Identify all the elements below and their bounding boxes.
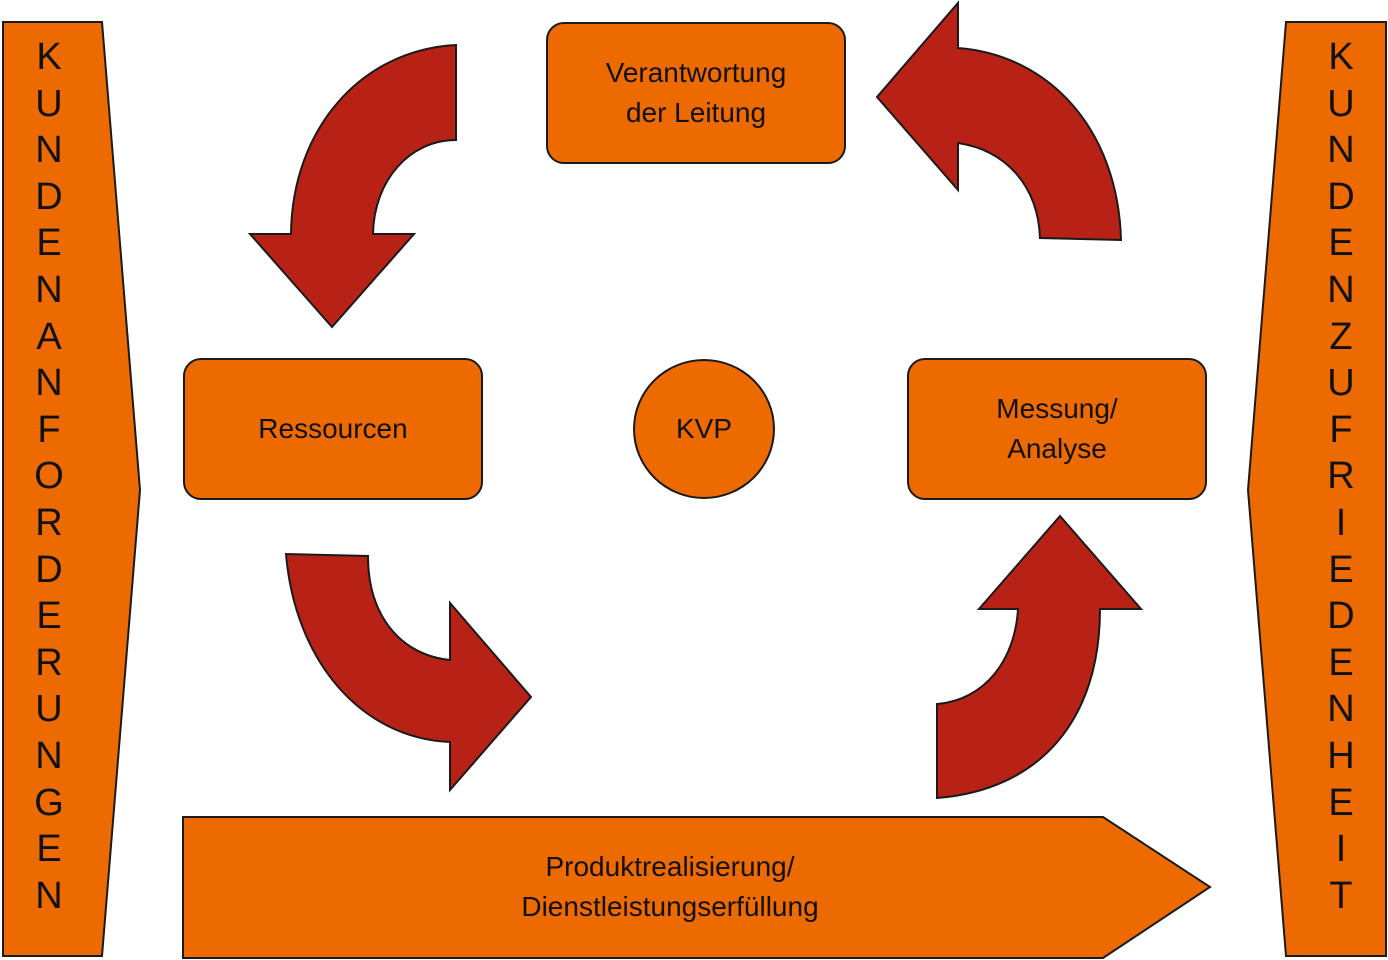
node-ressourcen-label: Ressourcen <box>258 413 408 444</box>
banner-letter: R <box>1327 455 1355 498</box>
banner-letter: T <box>1329 874 1353 917</box>
banner-letter: O <box>34 455 64 498</box>
customer-requirements-banner <box>2 21 142 957</box>
banner-letter: F <box>37 408 61 451</box>
curved-arrow-produkt-to-messung <box>936 514 1144 800</box>
banner-letter: A <box>36 315 62 358</box>
curved-arrow-leitung-to-ressourcen <box>247 43 457 329</box>
banner-letter: I <box>1335 828 1347 871</box>
banner-letter: K <box>36 36 62 78</box>
banner-letter: E <box>36 595 62 638</box>
banner-letter: N <box>1327 688 1355 731</box>
node-leitung-line2: der Leitung <box>625 97 767 128</box>
node-kvp-label: KVP <box>675 413 733 444</box>
product-realization-arrow <box>182 816 1212 959</box>
banner-letter: N <box>35 734 63 777</box>
banner-letter: U <box>35 688 63 731</box>
node-leitung-line1: Verantwortung <box>605 57 787 88</box>
node-ressourcen: Ressourcen <box>183 358 483 500</box>
banner-letter: U <box>1327 362 1355 405</box>
curved-arrow-ressourcen-to-produkt <box>284 552 533 793</box>
product-realization-line2: Dienstleistungserfüllung <box>521 891 819 922</box>
banner-letter: E <box>36 222 62 265</box>
banner-letter: N <box>35 874 63 917</box>
node-kvp: KVP <box>633 359 775 499</box>
curved-arrow-messung-to-leitung <box>875 0 1123 242</box>
banner-letter: Z <box>1329 315 1353 358</box>
banner-letter: E <box>1328 222 1354 265</box>
banner-letter: K <box>1328 36 1354 78</box>
banner-letter: I <box>1335 501 1347 544</box>
banner-letter: H <box>1327 734 1355 777</box>
product-realization-line1: Produktrealisierung/ <box>545 851 795 882</box>
banner-letter: E <box>1328 781 1354 824</box>
banner-letter: E <box>1328 641 1354 684</box>
banner-letter: F <box>1329 408 1353 451</box>
banner-letter: E <box>36 828 62 871</box>
banner-letter: D <box>1327 595 1355 638</box>
node-messung-analyse: Messung/ Analyse <box>907 358 1207 500</box>
product-realization-label: Produktrealisierung/ Dienstleistungserfü… <box>370 847 970 927</box>
customer-satisfaction-banner <box>1246 21 1387 957</box>
banner-letter: N <box>1327 268 1355 311</box>
banner-letter: N <box>35 362 63 405</box>
banner-letter: D <box>35 548 63 591</box>
banner-letter: N <box>35 268 63 311</box>
node-messung-line2: Analyse <box>1007 433 1107 464</box>
banner-letter: D <box>35 175 63 218</box>
banner-letter: N <box>35 129 63 172</box>
banner-letter: U <box>1327 82 1355 125</box>
node-verantwortung-der-leitung: Verantwortung der Leitung <box>546 22 846 164</box>
banner-letter: N <box>1327 129 1355 172</box>
banner-letter: E <box>1328 548 1354 591</box>
banner-letter: R <box>35 641 63 684</box>
banner-letter: G <box>34 781 64 824</box>
node-messung-line1: Messung/ <box>996 393 1118 424</box>
banner-letter: R <box>35 501 63 544</box>
banner-letter: D <box>1327 175 1355 218</box>
banner-letter: U <box>35 82 63 125</box>
